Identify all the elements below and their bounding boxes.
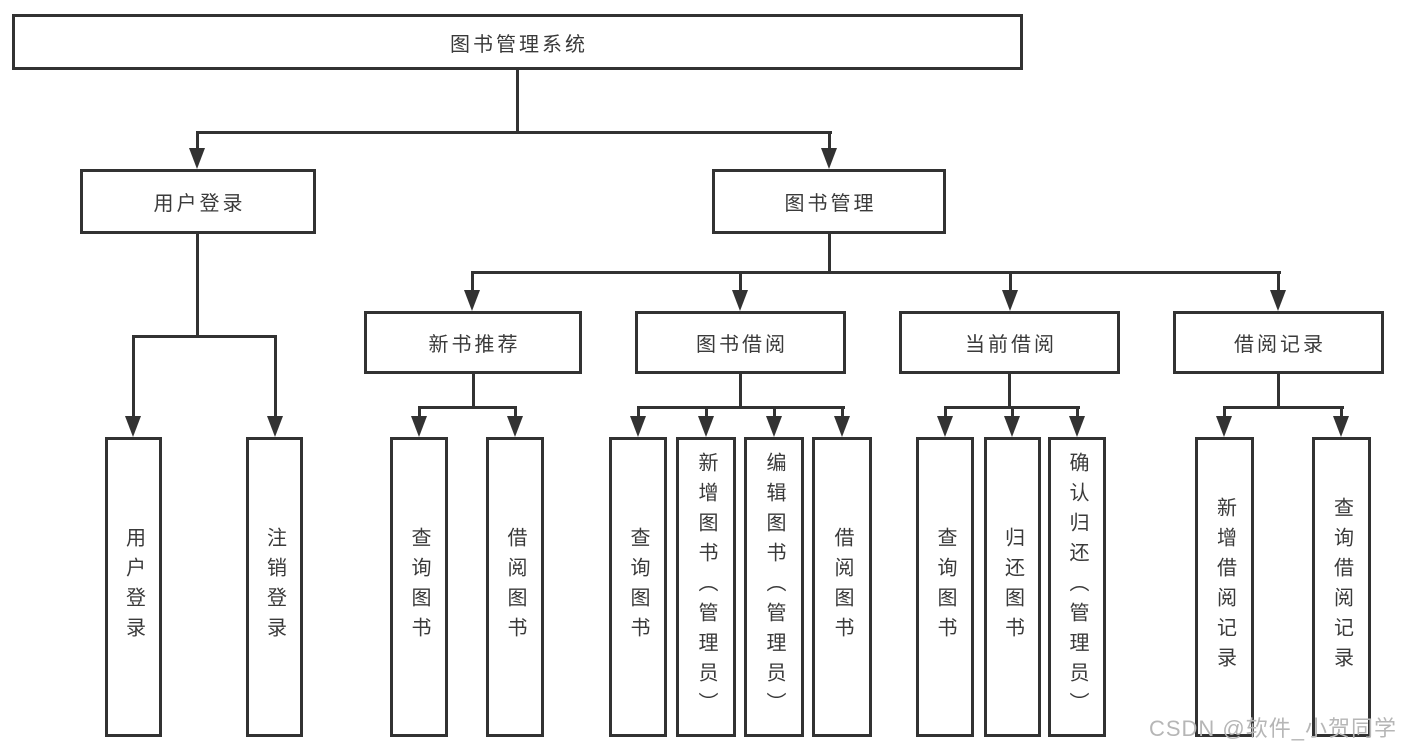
arrowhead-icon xyxy=(834,416,850,437)
arrowhead-icon xyxy=(1069,416,1085,437)
connector-user-login-stem xyxy=(196,233,199,337)
leaf-add-books-admin: 新增图书（管理员） xyxy=(676,437,736,737)
arrowhead-icon xyxy=(189,148,205,169)
connector-drop xyxy=(196,131,199,153)
leaf-borrow-books-1: 借阅图书 xyxy=(486,437,544,737)
node-borrowing-records: 借阅记录 xyxy=(1173,311,1384,374)
arrowhead-icon xyxy=(937,416,953,437)
connector-drop xyxy=(1340,406,1343,420)
connector-user-login-rail xyxy=(132,335,276,338)
node-label: 查询图书 xyxy=(408,527,430,647)
arrowhead-icon xyxy=(1270,290,1286,311)
connector-drop xyxy=(637,406,640,420)
connector-stem xyxy=(1008,373,1011,409)
arrowhead-icon xyxy=(411,416,427,437)
arrowhead-icon xyxy=(698,416,714,437)
arrowhead-icon xyxy=(630,416,646,437)
node-label: 查询图书 xyxy=(627,527,649,647)
connector-stem xyxy=(739,373,742,409)
arrowhead-icon xyxy=(1333,416,1349,437)
connector-rail xyxy=(1223,406,1344,409)
connector-drop xyxy=(1277,271,1280,293)
connector-rail xyxy=(637,406,845,409)
leaf-query-books-3: 查询图书 xyxy=(916,437,974,737)
node-label: 图书管理系统 xyxy=(450,33,588,56)
node-label: 确认归还（管理员） xyxy=(1066,452,1088,722)
arrowhead-icon xyxy=(1216,416,1232,437)
connector-drop xyxy=(773,406,776,420)
connector-drop xyxy=(1009,271,1012,293)
node-book-management: 图书管理 xyxy=(712,169,946,234)
connector-drop xyxy=(705,406,708,420)
leaf-add-borrow-record: 新增借阅记录 xyxy=(1195,437,1254,737)
node-new-book-recommendation: 新书推荐 xyxy=(364,311,582,374)
connector-book-mgmt-stem xyxy=(828,233,831,274)
csdn-watermark: CSDN @软件_小贺同学 xyxy=(1148,716,1397,741)
connector-stem xyxy=(1277,373,1280,409)
leaf-user-login: 用户登录 xyxy=(105,437,162,737)
node-label: 查询借阅记录 xyxy=(1330,497,1353,677)
arrowhead-icon xyxy=(1002,290,1018,311)
leaf-borrow-books-2: 借阅图书 xyxy=(812,437,872,737)
node-label: 新增图书（管理员） xyxy=(695,452,717,722)
arrowhead-icon xyxy=(507,416,523,437)
connector-drop xyxy=(1011,406,1014,420)
node-label: 新增借阅记录 xyxy=(1213,497,1236,677)
arrowhead-icon xyxy=(267,416,283,437)
node-label: 借阅图书 xyxy=(831,527,853,647)
node-label: 注销登录 xyxy=(263,527,286,647)
node-label: 编辑图书（管理员） xyxy=(763,452,785,722)
connector-drop xyxy=(828,131,831,153)
arrowhead-icon xyxy=(1004,416,1020,437)
connector-drop xyxy=(841,406,844,420)
arrowhead-icon xyxy=(766,416,782,437)
connector-stem xyxy=(472,373,475,409)
arrowhead-icon xyxy=(125,416,141,437)
connector-rail xyxy=(418,406,517,409)
arrowhead-icon xyxy=(732,290,748,311)
node-label: 归还图书 xyxy=(1001,527,1024,647)
arrowhead-icon xyxy=(821,148,837,169)
node-label: 当前借阅 xyxy=(965,334,1057,356)
node-label: 借阅记录 xyxy=(1234,334,1326,356)
connector-level3-rail xyxy=(471,271,1281,274)
arrowhead-icon xyxy=(464,290,480,311)
node-label: 图书管理 xyxy=(784,193,877,215)
connector-drop xyxy=(1223,406,1226,420)
leaf-confirm-return-admin: 确认归还（管理员） xyxy=(1048,437,1106,737)
node-label: 用户登录 xyxy=(153,193,246,215)
connector-drop xyxy=(418,406,421,420)
node-user-login: 用户登录 xyxy=(80,169,316,234)
node-library-management-system: 图书管理系统 xyxy=(12,14,1023,70)
connector-drop xyxy=(274,335,277,419)
connector-drop xyxy=(1076,406,1079,420)
node-label: 查询图书 xyxy=(934,527,956,647)
connector-level2-rail xyxy=(196,131,832,134)
connector-drop xyxy=(944,406,947,420)
connector-root-stem xyxy=(516,70,519,133)
node-current-borrowing: 当前借阅 xyxy=(899,311,1120,374)
node-label: 借阅图书 xyxy=(504,527,526,647)
node-label: 图书借阅 xyxy=(696,334,788,356)
leaf-return-books: 归还图书 xyxy=(984,437,1041,737)
connector-drop xyxy=(739,271,742,293)
node-label: 新书推荐 xyxy=(428,334,521,356)
leaf-edit-books-admin: 编辑图书（管理员） xyxy=(744,437,804,737)
node-book-borrowing: 图书借阅 xyxy=(635,311,846,374)
connector-drop xyxy=(471,271,474,293)
connector-drop xyxy=(132,335,135,419)
leaf-logout: 注销登录 xyxy=(246,437,303,737)
leaf-query-books-2: 查询图书 xyxy=(609,437,667,737)
connector-drop xyxy=(514,406,517,420)
node-label: 用户登录 xyxy=(122,527,145,647)
leaf-query-borrow-record: 查询借阅记录 xyxy=(1312,437,1371,737)
leaf-query-books-1: 查询图书 xyxy=(390,437,448,737)
